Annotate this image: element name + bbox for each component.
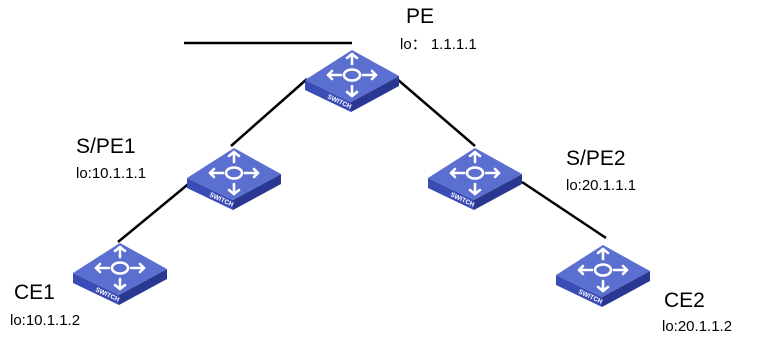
pe-address-label: lo： 1.1.1.1 — [400, 36, 477, 53]
pe-name-label: PE — [406, 5, 435, 28]
pe-switch-icon: SWITCH — [303, 48, 401, 114]
ce1-address-label: lo:10.1.1.2 — [10, 312, 81, 329]
ce1-switch-icon: SWITCH — [71, 241, 169, 307]
links-layer — [117, 78, 607, 243]
spe2-address-label: lo:20.1.1.1 — [566, 177, 637, 194]
spe1-name-label: S/PE1 — [76, 135, 136, 158]
ce2-name-label: CE2 — [664, 289, 705, 312]
ce2-address-label: lo:20.1.1.2 — [662, 318, 733, 335]
link-spe1-ce1 — [117, 180, 193, 243]
spe2-switch-icon: SWITCH — [426, 146, 524, 212]
link-pe-spe2 — [396, 78, 476, 147]
ce1-name-label: CE1 — [14, 281, 55, 304]
link-pe-spe1 — [230, 78, 308, 147]
link-spe2-ce2 — [521, 180, 607, 240]
spe1-address-label: lo:10.1.1.1 — [76, 165, 147, 182]
spe1-switch-icon: SWITCH — [185, 146, 283, 212]
ce2-switch-icon: SWITCH — [554, 243, 652, 309]
spe2-name-label: S/PE2 — [566, 147, 626, 170]
